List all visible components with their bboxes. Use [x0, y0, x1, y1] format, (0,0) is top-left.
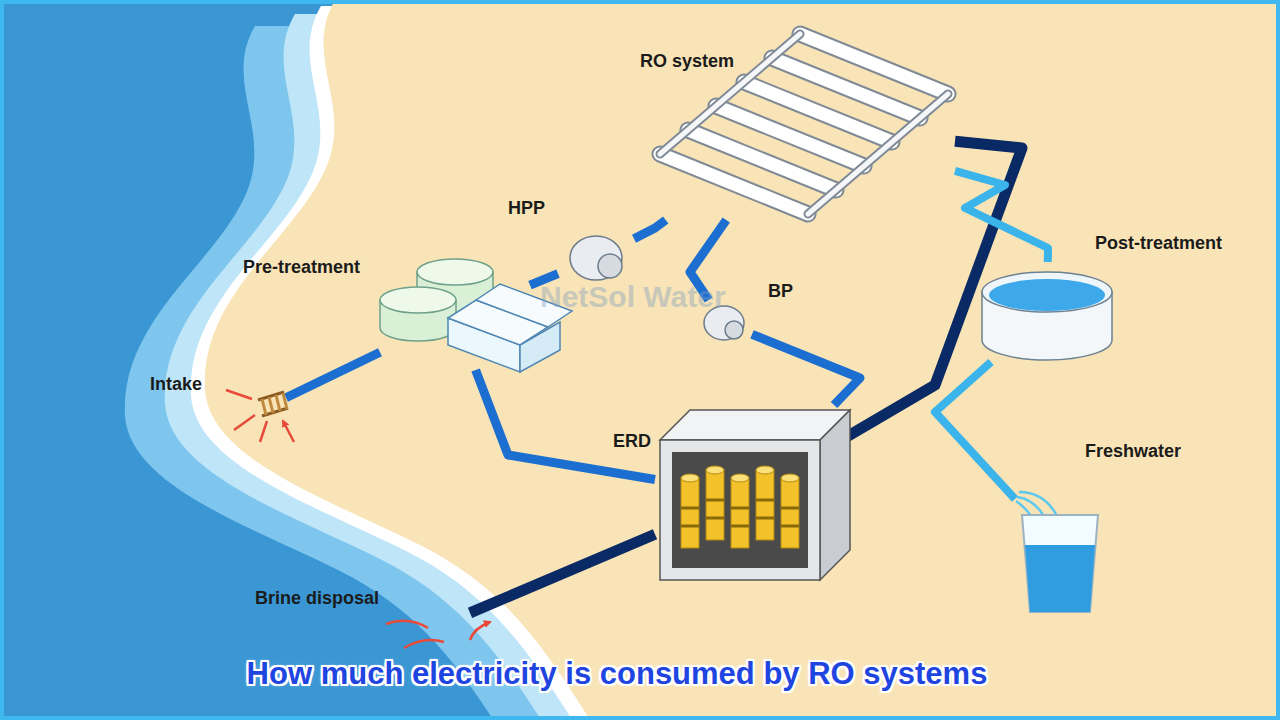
erd-front: [660, 440, 820, 580]
pipe-connector: [935, 362, 1015, 499]
component-node: RO system: [630, 30, 955, 220]
building-roof: [448, 300, 548, 345]
pressure-exchanger: [706, 470, 724, 540]
erd-side: [820, 410, 850, 580]
pipe-connector: [634, 220, 666, 239]
pressure-exchangers: [681, 466, 799, 548]
component-label: ERD: [613, 430, 651, 452]
filter-tank: [417, 272, 493, 313]
filter-tank-top: [380, 287, 456, 313]
pressure-exchanger-cap: [781, 474, 799, 482]
intake-grate: [258, 392, 288, 416]
component-label: Pre-treatment: [243, 256, 360, 278]
pump-body: [570, 236, 622, 280]
component-node: Pre-treatment: [380, 262, 530, 370]
caption-title: How much electricity is consumed by RO s…: [0, 654, 1234, 694]
building-wall: [448, 318, 520, 372]
beach-sand: [205, 0, 1280, 720]
filter-tank: [380, 300, 456, 341]
component-node: Intake: [256, 392, 286, 418]
component-label: RO system: [640, 50, 734, 72]
building-wall: [520, 322, 560, 372]
component-label: Brine disposal: [255, 587, 379, 609]
pressure-exchanger-cap: [706, 466, 724, 474]
surf-band: [165, 14, 1280, 720]
pressure-exchanger-cap: [756, 466, 774, 474]
pipe-connector: [752, 334, 860, 405]
foam-band: [191, 6, 1280, 720]
brine-arrows: [386, 621, 490, 648]
pump-face: [598, 254, 622, 278]
erd-top: [660, 410, 850, 440]
component-node: Post-treatment: [978, 262, 1116, 362]
component-label: Freshwater: [1085, 440, 1181, 462]
erd-recess: [672, 452, 808, 568]
tank-water: [989, 279, 1105, 311]
component-label: HPP: [508, 197, 545, 219]
pressure-exchanger-cap: [681, 474, 699, 482]
pump-face: [725, 321, 743, 339]
pipe-connector: [286, 352, 380, 397]
water-spray: [1016, 492, 1062, 532]
component-node: Freshwater: [1015, 478, 1105, 618]
inflow-arrows: [226, 390, 294, 442]
pipe-connector: [470, 534, 655, 613]
pressure-exchanger-cap: [731, 474, 749, 482]
filter-tank-top: [417, 259, 493, 285]
pressure-exchanger: [781, 478, 799, 548]
watermark: NetSol Water: [540, 280, 726, 314]
storage-tank-top: [982, 272, 1112, 312]
component-node: Brine disposal: [380, 612, 470, 652]
exchanger-bands: [681, 500, 799, 526]
drinking-glass: [1022, 515, 1098, 612]
pipe-connector: [840, 141, 1022, 440]
shallow-sea: [125, 26, 1280, 720]
pipe-connector: [955, 171, 1048, 262]
pressure-exchanger: [756, 470, 774, 540]
component-label: Post-treatment: [1095, 232, 1222, 254]
component-node: ERD: [655, 405, 840, 585]
storage-tank: [982, 292, 1112, 360]
component-label: Intake: [150, 373, 202, 395]
glass-water: [1025, 545, 1095, 612]
intake-grate-bars: [262, 393, 287, 415]
pipe-connector: [476, 370, 655, 480]
pressure-exchanger: [731, 478, 749, 548]
component-label: BP: [768, 280, 793, 302]
pressure-exchanger: [681, 478, 699, 548]
